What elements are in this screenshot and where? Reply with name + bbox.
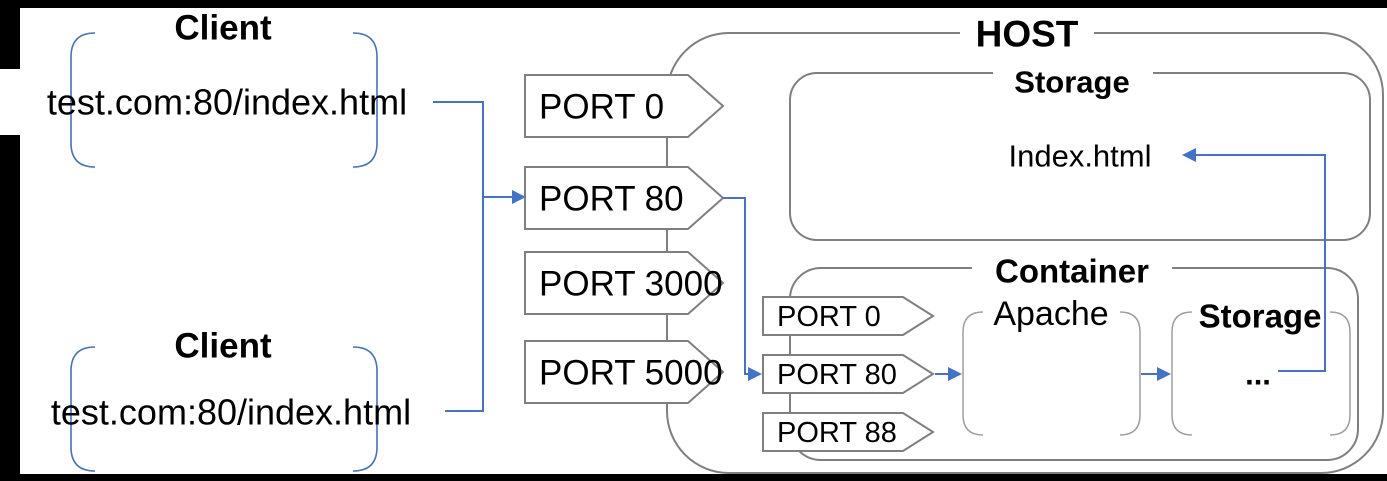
host-port-80-chevron xyxy=(524,166,725,230)
host-port-3000-chevron xyxy=(524,251,725,315)
port80-to-container-arrowhead-icon xyxy=(748,367,762,381)
host-storage-title-mask xyxy=(993,65,1153,98)
client-1-right-bracket xyxy=(352,32,378,168)
containerport80-to-apache-arrowhead-icon xyxy=(948,367,962,381)
container-storage-right-bracket xyxy=(1329,311,1351,436)
client-2-title: Client xyxy=(174,327,272,366)
container-title-mask xyxy=(972,253,1172,287)
port80-to-container-connector xyxy=(723,197,748,375)
storage-to-indexhtml-arrowhead-icon xyxy=(1182,148,1196,162)
host-title: HOST xyxy=(976,14,1079,55)
container-storage-left-bracket xyxy=(1171,311,1193,436)
apache-to-storage-arrowhead-icon xyxy=(1157,367,1171,381)
host-port-80-label: PORT 80 xyxy=(539,180,684,219)
host-port-0-label: PORT 0 xyxy=(539,88,664,127)
container-port-0-label: PORT 0 xyxy=(777,301,881,333)
bottom-edge-bar xyxy=(0,474,1387,481)
host-storage-file: Index.html xyxy=(1008,139,1151,174)
container-storage-title: Storage xyxy=(1199,298,1322,335)
storage-to-indexhtml-connector xyxy=(1196,154,1326,372)
top-edge-bar xyxy=(0,0,1387,8)
client-2-url: test.com:80/index.html xyxy=(51,392,411,433)
clients-join-connector xyxy=(433,101,484,412)
container-storage-content: ... xyxy=(1245,357,1271,392)
container-port-80-label: PORT 80 xyxy=(777,359,897,391)
container-port-0-chevron xyxy=(762,296,935,336)
client-1-left-bracket xyxy=(70,32,96,168)
apache-label: Apache xyxy=(993,295,1108,333)
clients-to-port80-arrowhead-icon xyxy=(512,190,526,204)
container-title: Container xyxy=(995,253,1149,290)
container-port-88-chevron xyxy=(762,412,935,452)
host-port-3000-label: PORT 3000 xyxy=(539,265,723,304)
host-port-0-chevron xyxy=(524,74,725,138)
apache-left-bracket xyxy=(962,311,984,436)
apache-right-bracket xyxy=(1119,311,1141,436)
host-storage-title: Storage xyxy=(1014,65,1129,100)
left-edge-bar-lower xyxy=(0,135,20,474)
host-port-5000-label: PORT 5000 xyxy=(539,354,723,393)
container-port-80-chevron xyxy=(762,354,935,394)
client-1-url: test.com:80/index.html xyxy=(47,82,407,123)
client-1-title: Client xyxy=(174,9,272,48)
client-2-right-bracket xyxy=(352,346,378,472)
container-port-88-label: PORT 88 xyxy=(777,417,897,449)
host-port-5000-chevron xyxy=(524,340,725,404)
client-2-left-bracket xyxy=(70,346,96,472)
host-title-mask xyxy=(960,16,1094,51)
left-edge-bar-upper xyxy=(0,8,20,69)
